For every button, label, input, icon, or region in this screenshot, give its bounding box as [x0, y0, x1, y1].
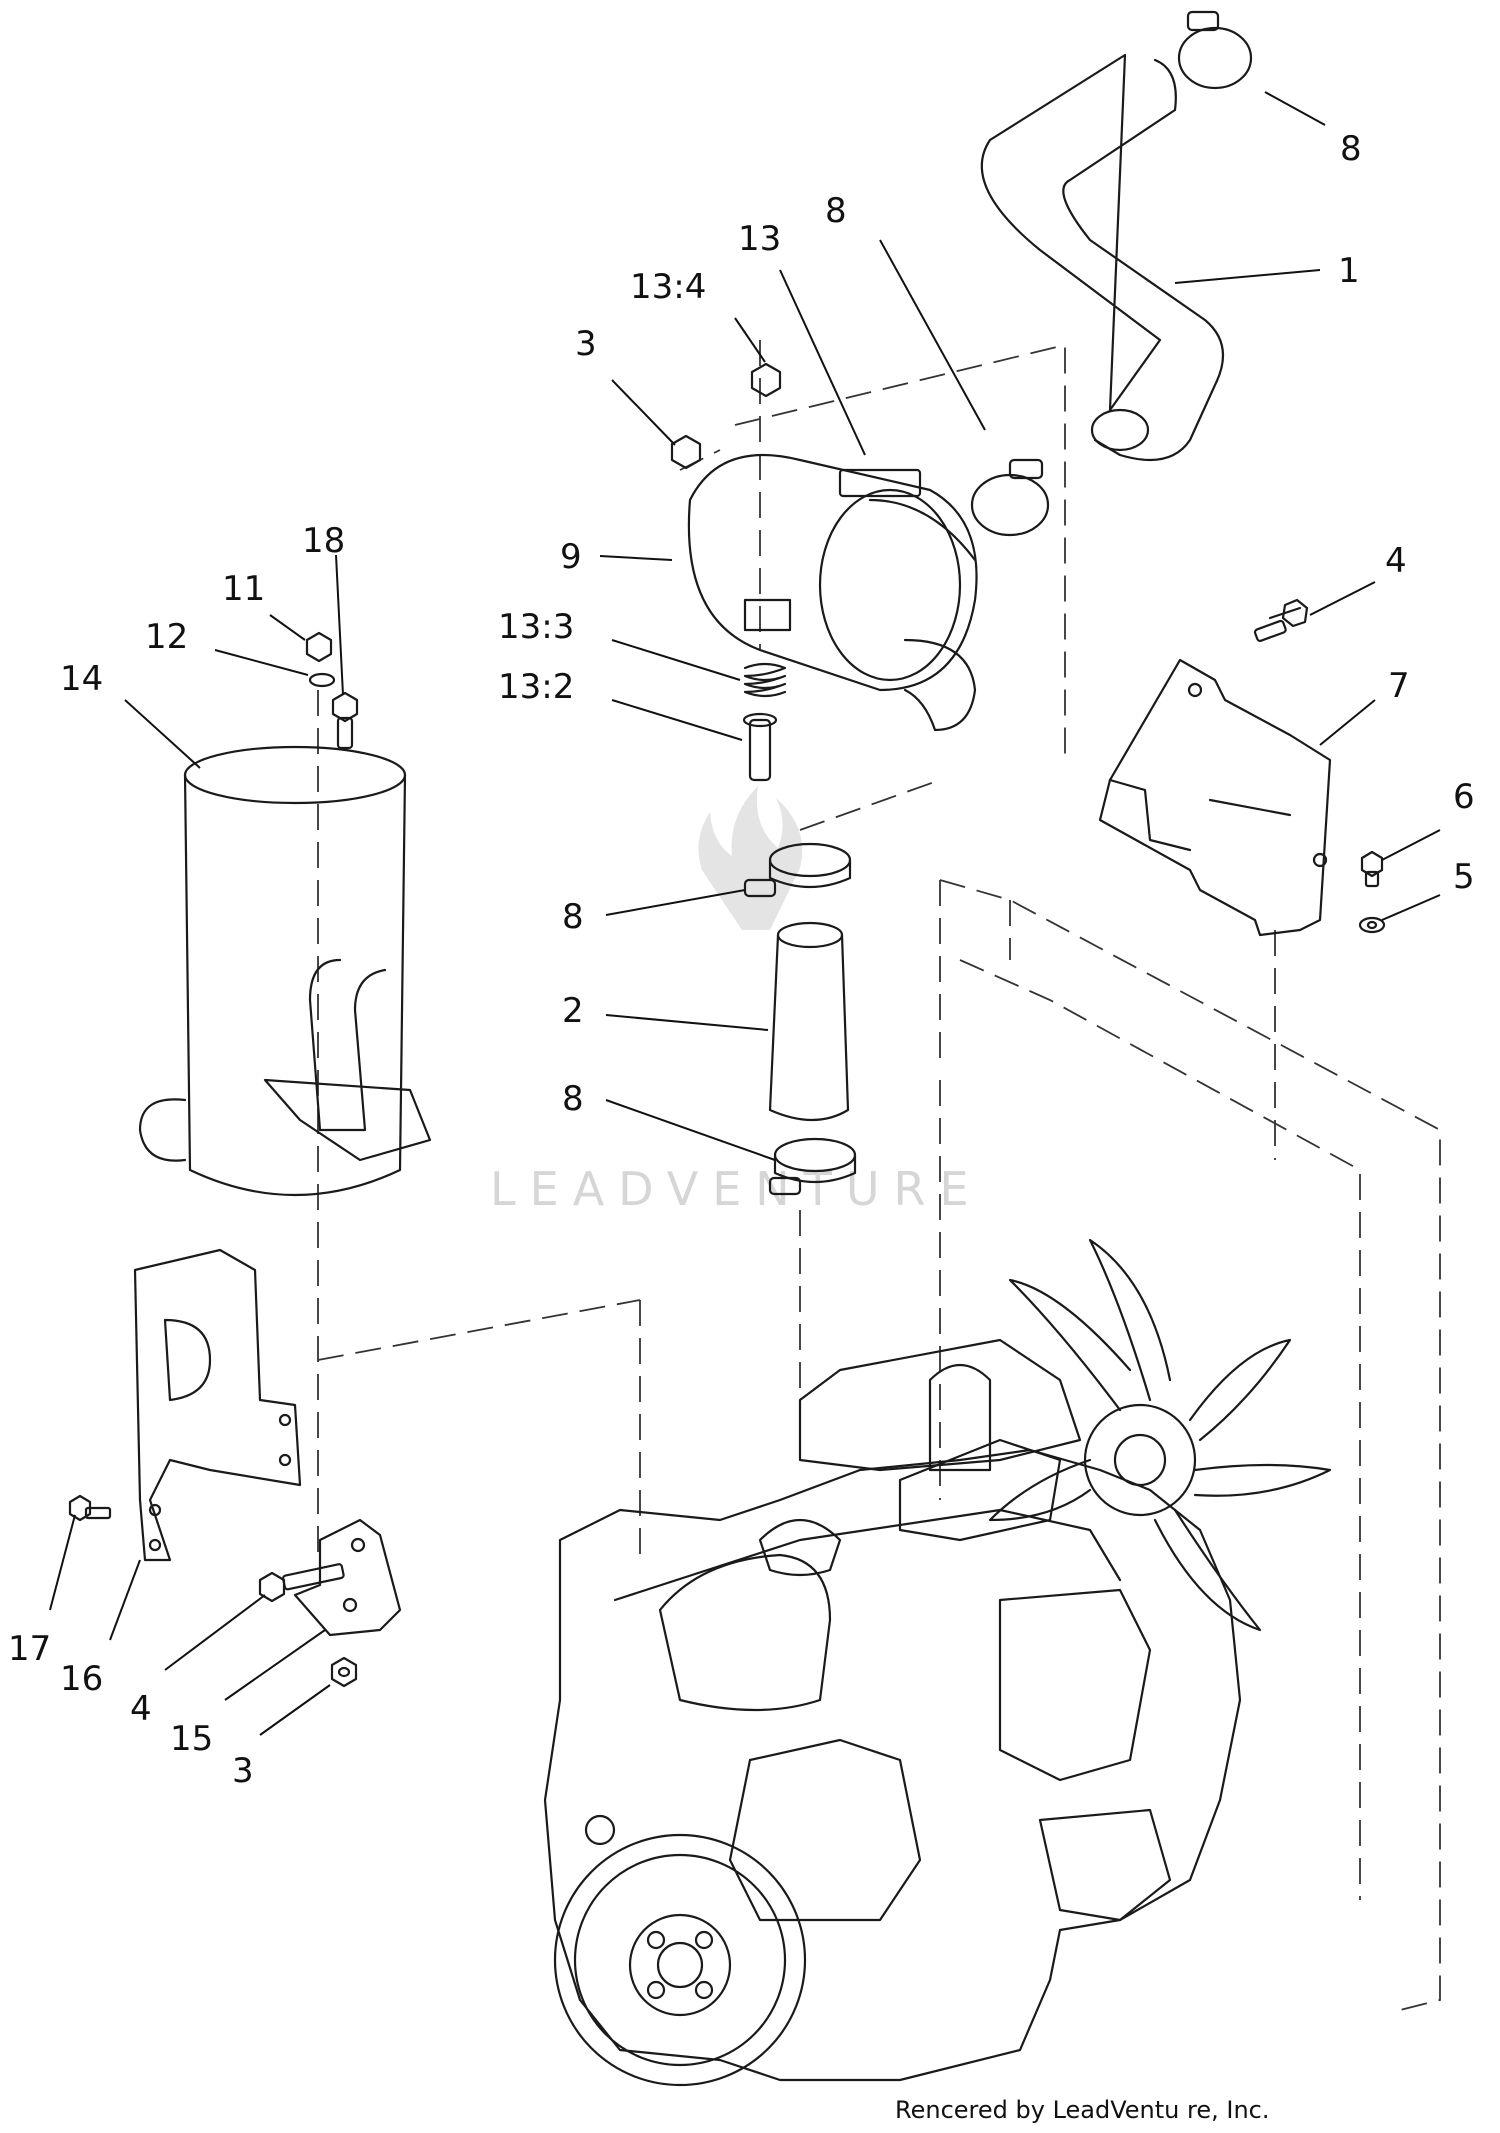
part-7-bracket	[1098, 658, 1332, 937]
part-8-clamp-upper-hose	[743, 842, 852, 898]
label-part-4-left: 4	[130, 1689, 152, 1729]
label-part-8-middle: 8	[825, 191, 847, 231]
engine-assembly	[543, 1338, 1242, 2082]
label-part-4-right: 4	[1385, 541, 1407, 581]
part-8-clamp-lower-hose	[768, 1137, 857, 1196]
part-18-bolt	[331, 691, 359, 750]
label-part-8-top: 8	[1340, 129, 1362, 169]
part-8-clamp-middle	[970, 458, 1050, 537]
part-13-4-nut	[750, 362, 782, 398]
label-part-2: 2	[562, 991, 584, 1031]
part-13-2-pin	[742, 712, 778, 782]
part-2-hose	[768, 921, 850, 1122]
flywheel	[553, 1814, 807, 2087]
label-part-18: 18	[302, 521, 345, 561]
label-part-15: 15	[170, 1719, 213, 1759]
label-part-7: 7	[1388, 666, 1410, 706]
part-12-washer	[308, 672, 336, 688]
label-part-13-2: 13:2	[498, 667, 574, 707]
label-part-8-lower-hose: 8	[562, 1079, 584, 1119]
label-part-11: 11	[222, 569, 265, 609]
leader-lines	[49, 91, 1441, 1736]
part-3-nut-bottom	[330, 1656, 358, 1688]
render-credit: Rencered by LeadVentu re, Inc.	[895, 2096, 1269, 2124]
part-17-bolt	[68, 1494, 112, 1522]
part-11-nut	[305, 631, 333, 663]
label-part-8-upper-hose: 8	[562, 897, 584, 937]
part-4-bolt-left	[258, 1563, 345, 1603]
part-1-pipe-end	[1090, 408, 1150, 452]
label-part-9: 9	[560, 537, 582, 577]
label-part-16: 16	[60, 1659, 103, 1699]
part-1-exhaust-pipe	[980, 53, 1225, 462]
label-part-13-3: 13:3	[498, 607, 574, 647]
part-9-air-cleaner	[687, 453, 978, 732]
label-part-12: 12	[145, 617, 188, 657]
part-8-clamp-top	[1177, 10, 1253, 90]
label-part-3-top: 3	[575, 324, 597, 364]
radiator-outline	[939, 879, 1441, 2011]
label-part-5: 5	[1453, 857, 1475, 897]
part-3-nut-top	[670, 434, 702, 470]
label-part-1: 1	[1338, 251, 1360, 291]
assembly-centerlines	[317, 340, 1276, 1560]
part-5-washer	[1358, 916, 1386, 934]
label-part-13-4: 13:4	[630, 267, 706, 307]
part-14-muffler	[138, 745, 432, 1197]
part-16-heat-shield	[133, 1248, 302, 1562]
part-15-bracket	[293, 1518, 402, 1637]
label-part-3-bottom: 3	[232, 1751, 254, 1791]
cooling-fan	[988, 1238, 1332, 1632]
label-part-13: 13	[738, 219, 781, 259]
part-labels: 8 1 13 8 13:4 3 9 13:3 13:2 18 11 12 14 …	[8, 129, 1475, 1791]
part-4-bolt-right	[1253, 598, 1309, 642]
part-13-3-spring	[743, 662, 787, 698]
part-6-bolt	[1360, 850, 1384, 888]
label-part-14: 14	[60, 659, 103, 699]
label-part-6: 6	[1453, 777, 1475, 817]
watermark-text: LEADVENTURE	[490, 1162, 983, 1216]
label-part-17: 17	[8, 1629, 51, 1669]
